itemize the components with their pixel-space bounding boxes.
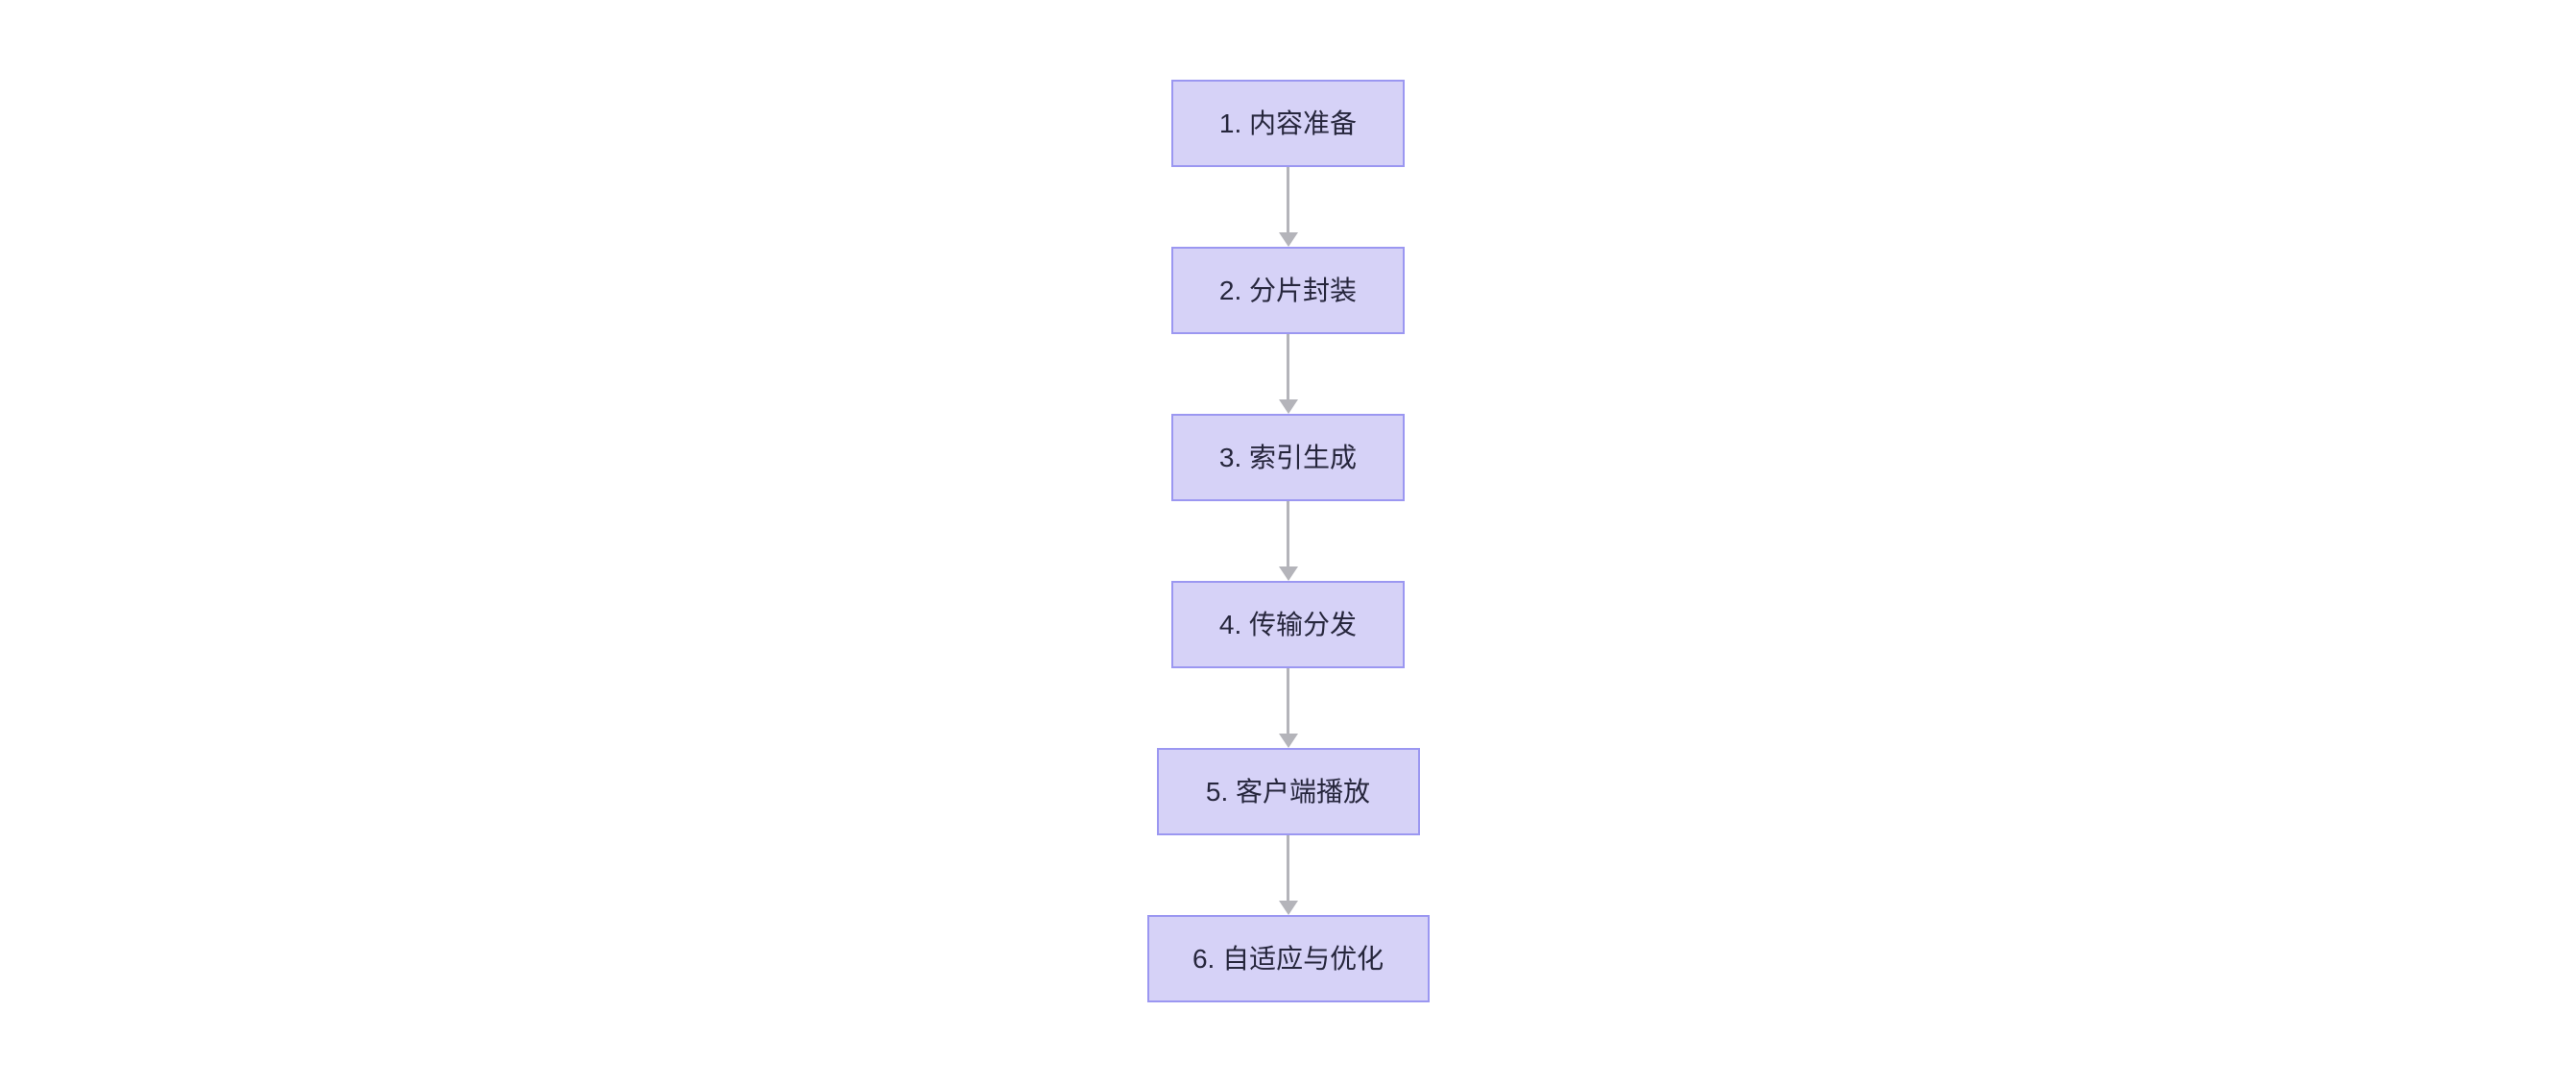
arrow-line <box>1287 167 1289 232</box>
flow-arrow-4-5 <box>1278 668 1298 748</box>
flowchart-node-index-generation: 3. 索引生成 <box>1171 414 1405 501</box>
arrow-line <box>1287 668 1289 734</box>
arrowhead-icon <box>1278 566 1298 581</box>
arrowhead-icon <box>1278 232 1298 247</box>
node-label: 2. 分片封装 <box>1218 275 1358 305</box>
arrow-line <box>1287 501 1289 566</box>
arrow-line <box>1287 334 1289 399</box>
flowchart-node-transport-distribution: 4. 传输分发 <box>1171 581 1405 668</box>
flow-arrow-1-2 <box>1278 167 1298 247</box>
flowchart: 1. 内容准备 2. 分片封装 3. 索引生成 4. 传输分发 <box>1146 80 1430 1002</box>
node-label: 5. 客户端播放 <box>1205 776 1371 807</box>
arrow-line <box>1287 835 1289 901</box>
node-label: 4. 传输分发 <box>1218 609 1358 639</box>
flow-arrow-3-4 <box>1278 501 1298 581</box>
node-label: 6. 自适应与优化 <box>1192 943 1384 974</box>
arrowhead-icon <box>1278 399 1298 414</box>
flow-arrow-5-6 <box>1278 835 1298 915</box>
flowchart-node-content-preparation: 1. 内容准备 <box>1171 80 1405 167</box>
flowchart-node-segmentation-packaging: 2. 分片封装 <box>1171 247 1405 334</box>
node-label: 3. 索引生成 <box>1218 442 1358 472</box>
arrowhead-icon <box>1278 901 1298 915</box>
flowchart-node-adaptive-optimization: 6. 自适应与优化 <box>1146 915 1430 1002</box>
flow-arrow-2-3 <box>1278 334 1298 414</box>
arrowhead-icon <box>1278 734 1298 748</box>
node-label: 1. 内容准备 <box>1218 108 1358 138</box>
flowchart-node-client-playback: 5. 客户端播放 <box>1156 748 1420 835</box>
